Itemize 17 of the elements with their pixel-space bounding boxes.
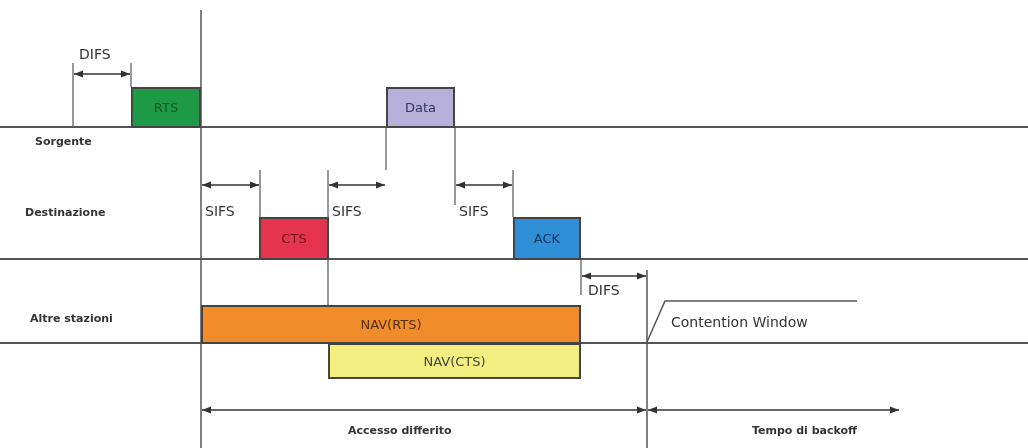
ack-frame-box: ACK — [513, 217, 581, 260]
interval-label: SIFS — [204, 203, 236, 219]
data-frame-box: Data — [386, 87, 455, 128]
contention-window: Contention Window — [647, 300, 877, 343]
interval-label: SIFS — [331, 203, 363, 219]
interval-label: DIFS — [78, 46, 112, 62]
row-label: Destinazione — [25, 206, 106, 219]
nav-bar: NAV(RTS) — [201, 305, 581, 344]
rts-frame-box: RTS — [131, 87, 201, 128]
nav-bar: NAV(CTS) — [328, 343, 581, 379]
row-label: Altre stazioni — [30, 312, 113, 325]
interval-label: SIFS — [458, 203, 490, 219]
time-span-label: Accesso differito — [348, 424, 452, 437]
interval-label: DIFS — [587, 282, 621, 298]
row-label: Sorgente — [35, 135, 92, 148]
cts-frame-box: CTS — [259, 217, 329, 260]
time-span-label: Tempo di backoff — [752, 424, 857, 437]
